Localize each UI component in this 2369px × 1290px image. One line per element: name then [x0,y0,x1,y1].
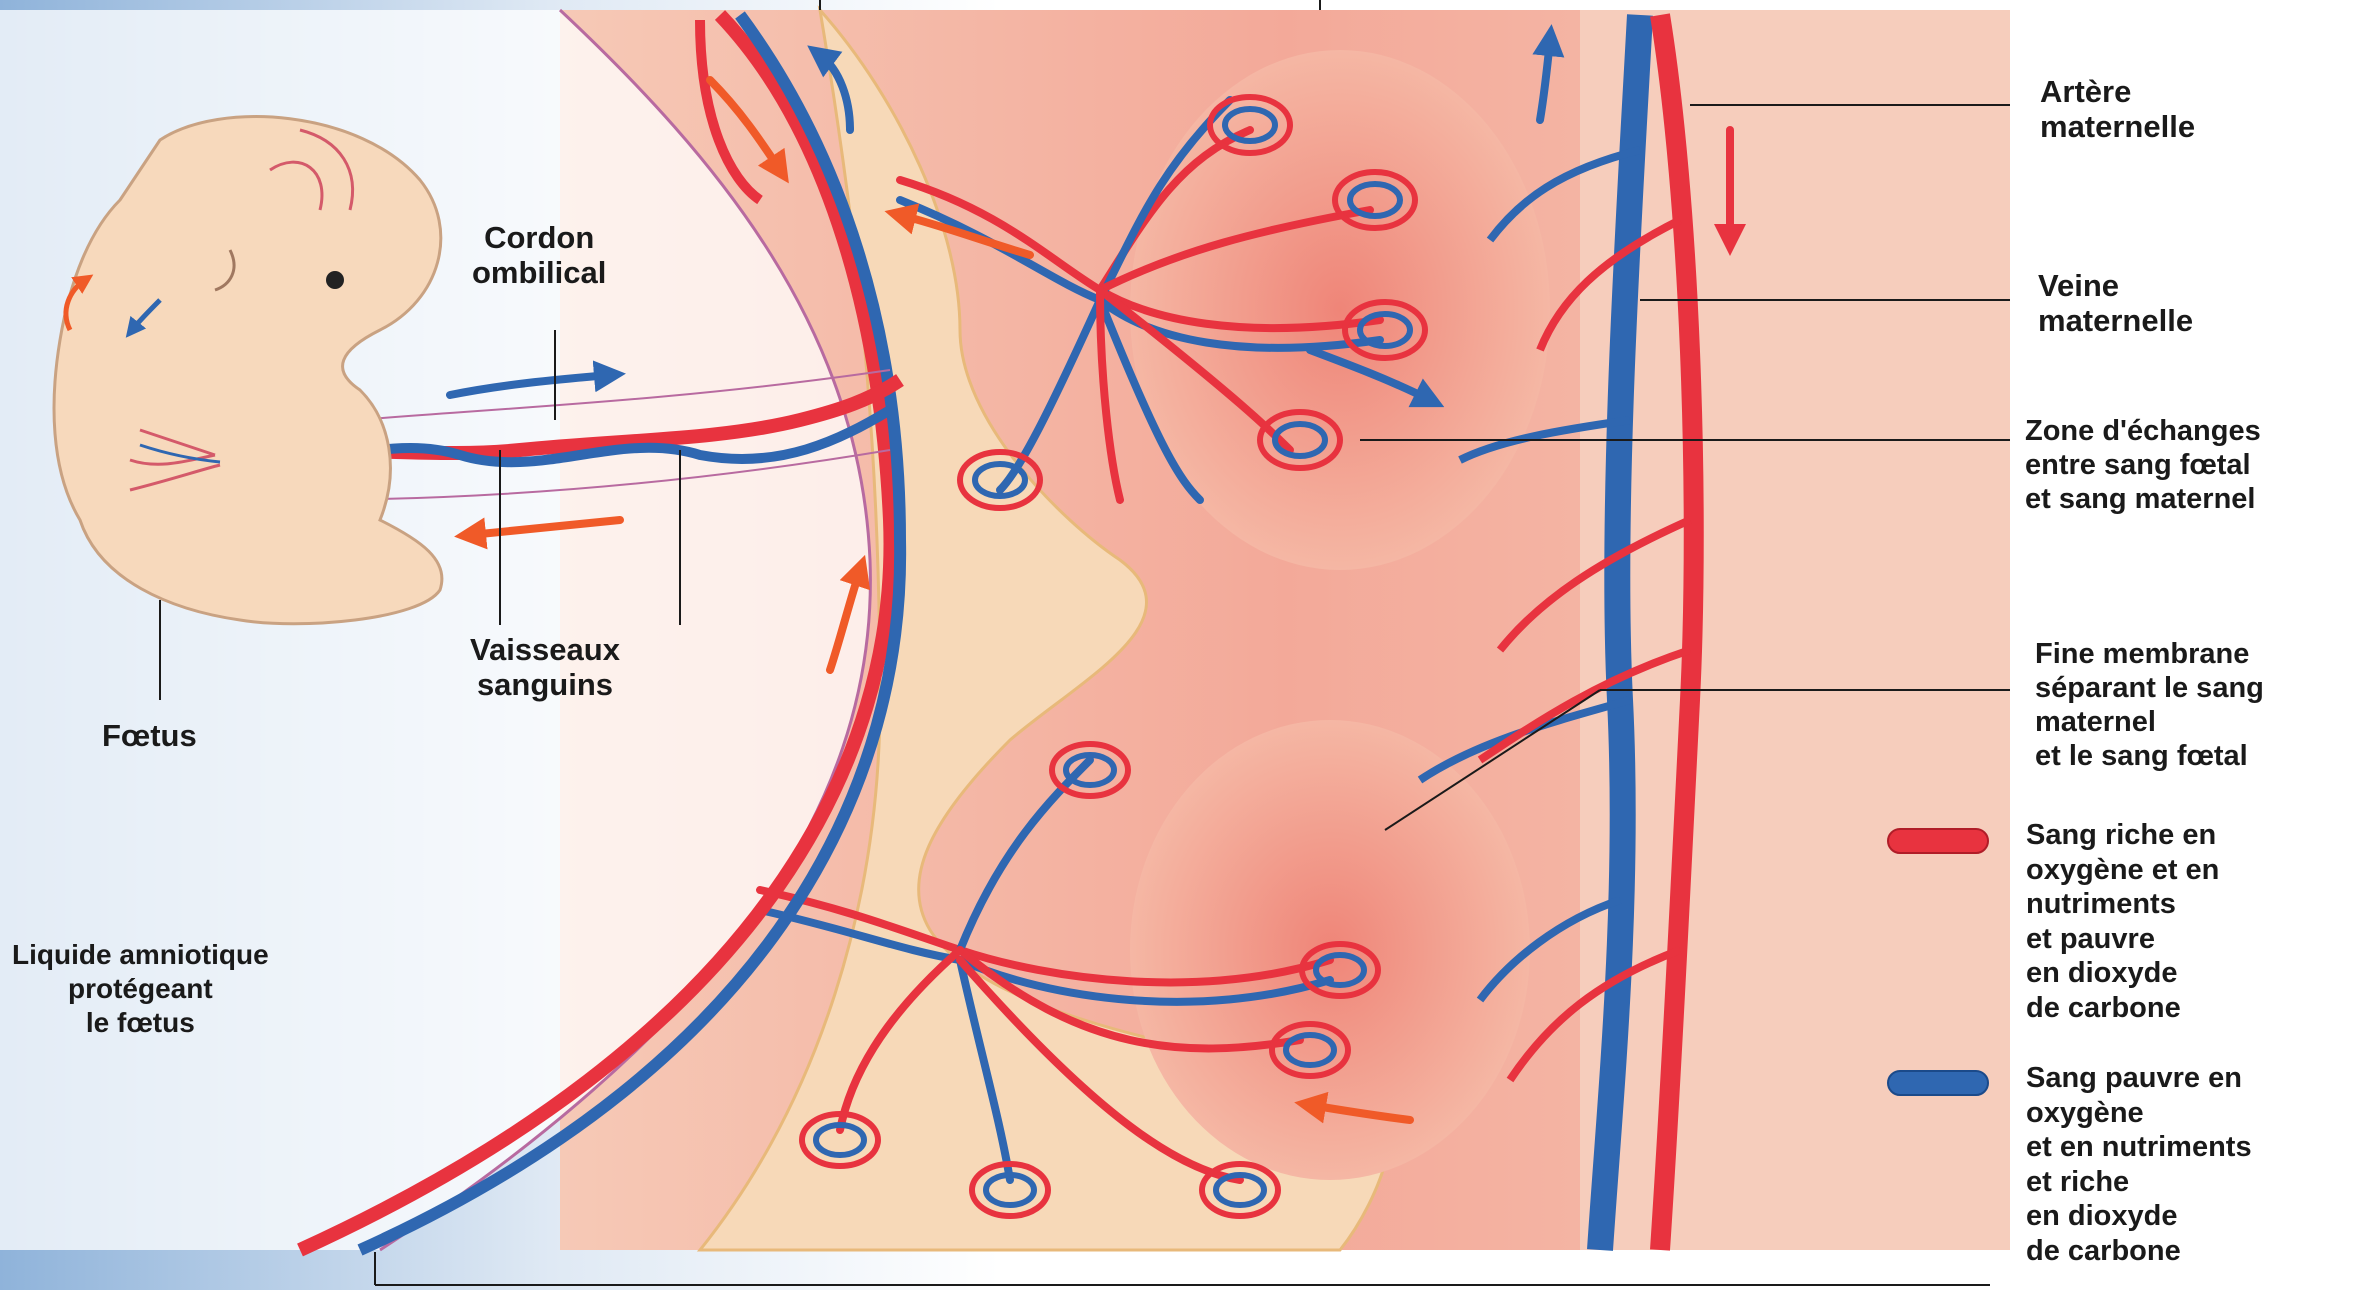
label-fine-membrane: Fine membrane séparant le sang maternel … [2035,637,2264,773]
legend-swatch-blue [1888,1071,1988,1095]
legend-text-deoxygenated: Sang pauvre en oxygène et en nutriments … [2026,1061,2252,1268]
legend-swatch-red [1888,829,1988,853]
label-liquide-amniotique: Liquide amniotique protégeant le fœtus [12,938,269,1040]
label-vaisseaux-sanguins: Vaisseaux sanguins [470,632,620,702]
label-veine-maternelle: Veine maternelle [2038,268,2193,338]
label-cordon-ombilical: Cordon ombilical [472,220,606,290]
label-zone-echanges: Zone d'échanges entre sang fœtal et sang… [2025,414,2261,516]
label-artere-maternelle: Artère maternelle [2040,74,2195,144]
legend-text-oxygenated: Sang riche en oxygène et en nutriments e… [2026,818,2219,1025]
label-foetus: Fœtus [102,718,197,753]
maternal-band [1580,10,2010,1250]
